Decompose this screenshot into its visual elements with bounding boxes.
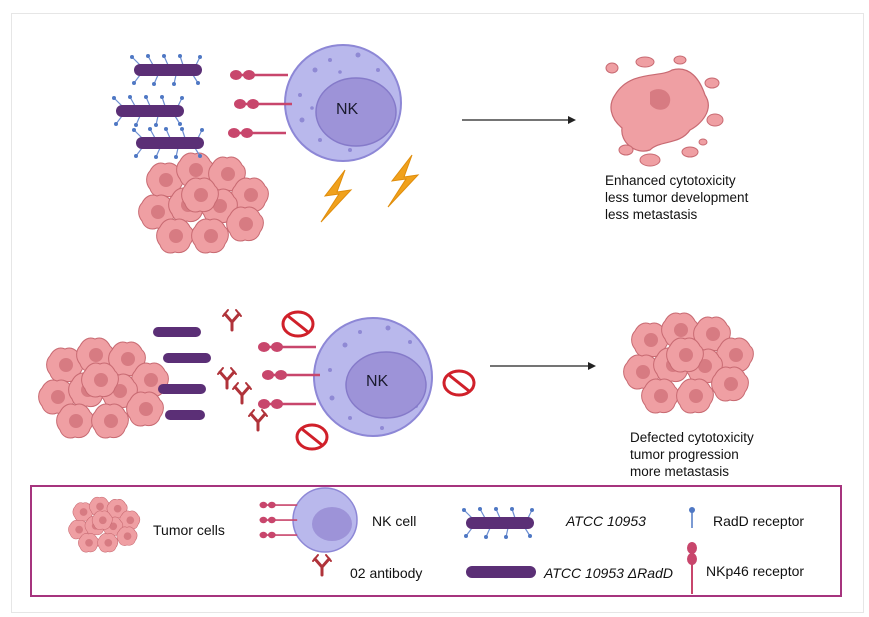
- bottom-outcome-line-3: more metastasis: [630, 464, 730, 479]
- antibody-icon: [231, 381, 253, 405]
- bottom-nkp46-receptor-3: [256, 397, 318, 411]
- bottom-bacterium-1: [153, 327, 201, 337]
- bottom-nkp46-receptor-1: [256, 340, 318, 354]
- bottom-tumor-cluster: [39, 338, 169, 438]
- top-nkp46-receptor-3: [226, 126, 288, 140]
- legend-nkp46-label: NKp46 receptor: [706, 563, 805, 579]
- top-nkp46-receptor-2: [232, 97, 294, 111]
- legend-box: [30, 485, 842, 597]
- bottom-bacterium-3: [158, 384, 206, 394]
- top-outcome-line-3: less metastasis: [605, 207, 698, 222]
- lightning-icon: [387, 154, 419, 208]
- antibody-icon: [216, 366, 238, 390]
- legend-icons: [68, 487, 697, 594]
- legend-atcc-delta-icon: [466, 566, 536, 578]
- legend-antibody-label: 02 antibody: [350, 565, 423, 581]
- figure-frame: [11, 13, 864, 613]
- bottom-nk-cell: [313, 317, 433, 437]
- legend-nk-cell-icon: [258, 487, 358, 553]
- lightning-icon: [320, 169, 352, 223]
- prohibition-icon: [281, 310, 315, 338]
- legend-radd-label: RadD receptor: [713, 513, 805, 529]
- top-outcome-line-2: less tumor development: [605, 190, 749, 205]
- top-nk-label: NK: [336, 101, 359, 118]
- prohibition-icon: [295, 423, 329, 451]
- top-panel: [111, 44, 724, 253]
- top-tumor-cluster: [139, 153, 269, 253]
- prohibition-icon: [442, 369, 476, 397]
- bottom-panel: [39, 308, 754, 451]
- bottom-nkp46-receptor-2: [260, 368, 322, 382]
- top-nkp46-receptor-1: [228, 68, 290, 82]
- bottom-outcome-line-2: tumor progression: [630, 447, 739, 462]
- antibody-icon: [221, 308, 243, 332]
- bottom-outcome-line-1: Defected cytotoxicity: [630, 430, 754, 445]
- top-arrow: [462, 116, 576, 124]
- bottom-bacterium-4: [165, 410, 205, 420]
- legend-nkp46-icon: [687, 542, 697, 594]
- legend-atcc-label: ATCC 10953: [566, 513, 646, 529]
- bottom-arrow: [490, 362, 596, 370]
- top-outcome-tumor: [605, 55, 724, 167]
- legend-radd-icon: [689, 507, 695, 528]
- legend-nk-cell-label: NK cell: [372, 513, 417, 529]
- top-outcome-line-1: Enhanced cytotoxicity: [605, 173, 736, 188]
- top-bacterium-1: [129, 53, 203, 87]
- top-nk-cell: [284, 44, 402, 162]
- bottom-bacterium-2: [163, 353, 211, 363]
- legend-tumor-cells-label: Tumor cells: [153, 522, 225, 538]
- legend-atcc-delta-label: ATCC 10953 ΔRadD: [544, 565, 673, 581]
- top-bacterium-2: [111, 94, 185, 128]
- antibody-icon: [247, 408, 269, 432]
- bottom-nk-label: NK: [366, 373, 389, 390]
- bottom-outcome-tumor: [624, 313, 754, 413]
